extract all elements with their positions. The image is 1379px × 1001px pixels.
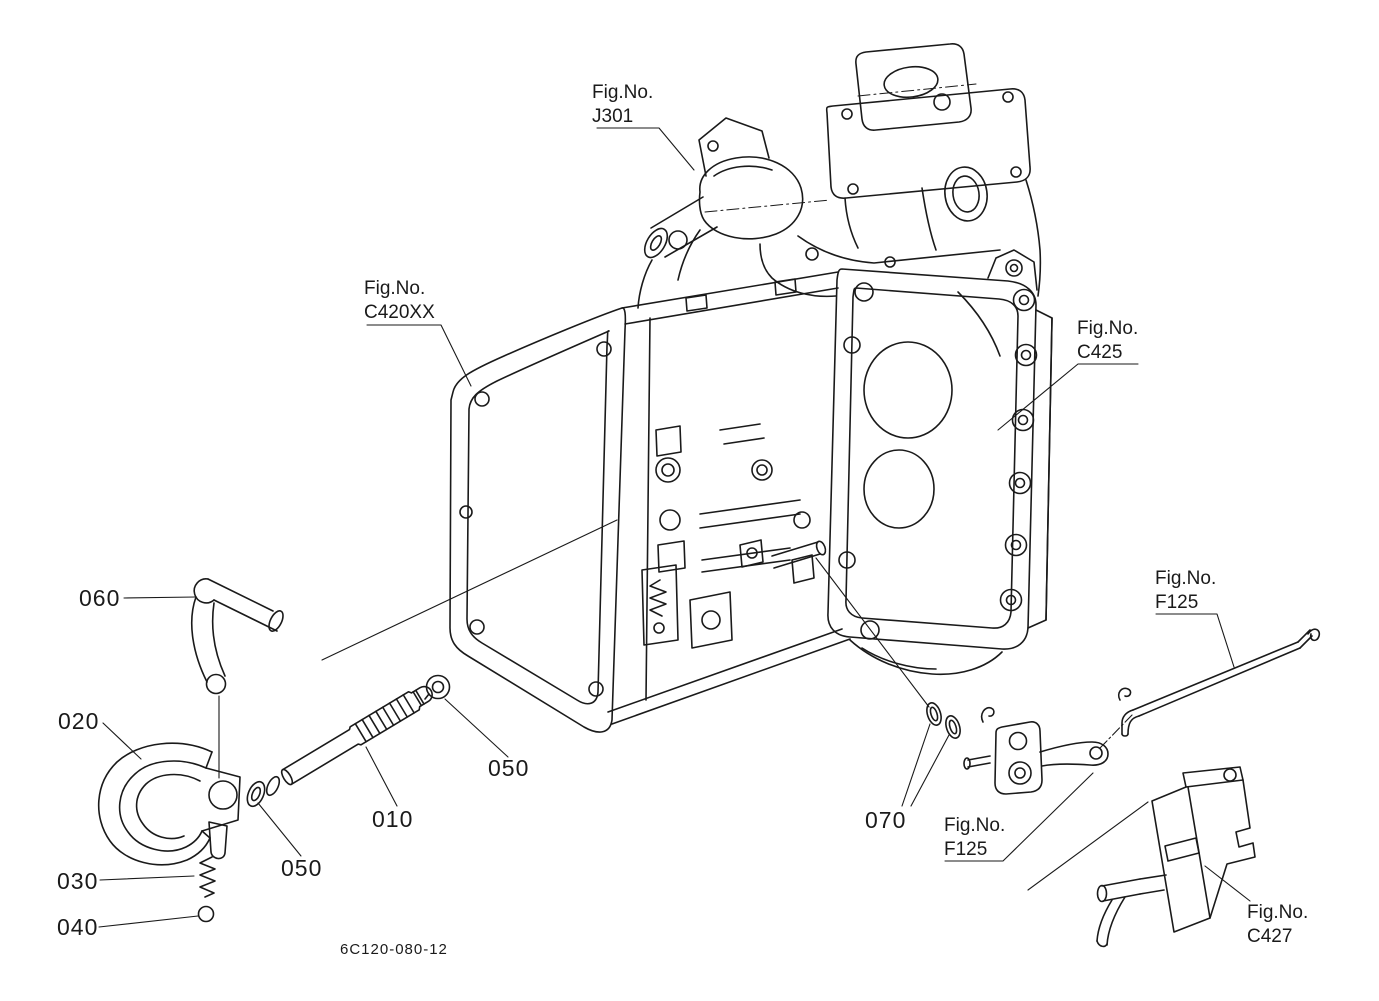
callout-020: 020 xyxy=(58,708,100,734)
fig-ref-f125-lower-prefix: Fig.No. xyxy=(944,815,1006,836)
fig-ref-c420xx: Fig.No. C420XX xyxy=(364,277,435,325)
fig-ref-f125-lower-code: F125 xyxy=(944,839,988,860)
detent-ball xyxy=(197,905,215,923)
linkage-rod xyxy=(1117,628,1321,737)
shift-rail-parts xyxy=(97,578,451,923)
fig-ref-j301: Fig.No. J301 xyxy=(592,81,653,129)
fig-ref-c425-prefix: Fig.No. xyxy=(1077,318,1139,339)
fig-ref-f125-lower: Fig.No. F125 xyxy=(944,814,1005,862)
callout-060: 060 xyxy=(79,585,121,611)
drawing-number: 6C120-080-12 xyxy=(340,941,448,958)
callout-070: 070 xyxy=(865,807,907,833)
shaft-collar xyxy=(265,775,281,797)
engine-assembly xyxy=(637,43,1042,309)
fig-ref-c427: Fig.No. C427 xyxy=(1247,901,1308,949)
transmission-case xyxy=(449,271,1003,733)
callout-050-right: 050 xyxy=(488,755,530,781)
fig-ref-j301-code: J301 xyxy=(592,106,634,127)
callout-040: 040 xyxy=(57,914,99,940)
detent-spring xyxy=(199,856,216,898)
shift-rail-shaft xyxy=(280,685,433,786)
leader-lines xyxy=(98,127,1251,928)
callout-010: 010 xyxy=(372,806,414,832)
fig-ref-j301-prefix: Fig.No. xyxy=(592,82,654,103)
rear-cover-plate xyxy=(827,268,1053,650)
washer-050-left xyxy=(246,780,266,808)
fig-ref-c420xx-prefix: Fig.No. xyxy=(364,278,426,299)
snap-ring-050-right xyxy=(424,674,451,700)
callout-050-left: 050 xyxy=(281,855,323,881)
fig-ref-f125-upper: Fig.No. F125 xyxy=(1155,567,1216,615)
fig-ref-c420xx-code: C420XX xyxy=(364,302,435,323)
shift-linkage-arm xyxy=(963,706,1109,795)
fig-ref-c425-code: C425 xyxy=(1077,342,1123,363)
mounting-bracket xyxy=(1096,766,1256,948)
fig-ref-c427-prefix: Fig.No. xyxy=(1247,902,1309,923)
fig-ref-c427-code: C427 xyxy=(1247,926,1293,947)
shift-lever xyxy=(190,578,284,695)
shift-fork xyxy=(97,742,241,866)
fig-ref-c425: Fig.No. C425 xyxy=(1077,317,1138,365)
o-rings xyxy=(926,702,961,739)
linkage-parts xyxy=(926,628,1321,948)
fig-ref-f125-upper-code: F125 xyxy=(1155,592,1199,613)
fig-ref-f125-upper-prefix: Fig.No. xyxy=(1155,568,1217,589)
callout-030: 030 xyxy=(57,868,99,894)
